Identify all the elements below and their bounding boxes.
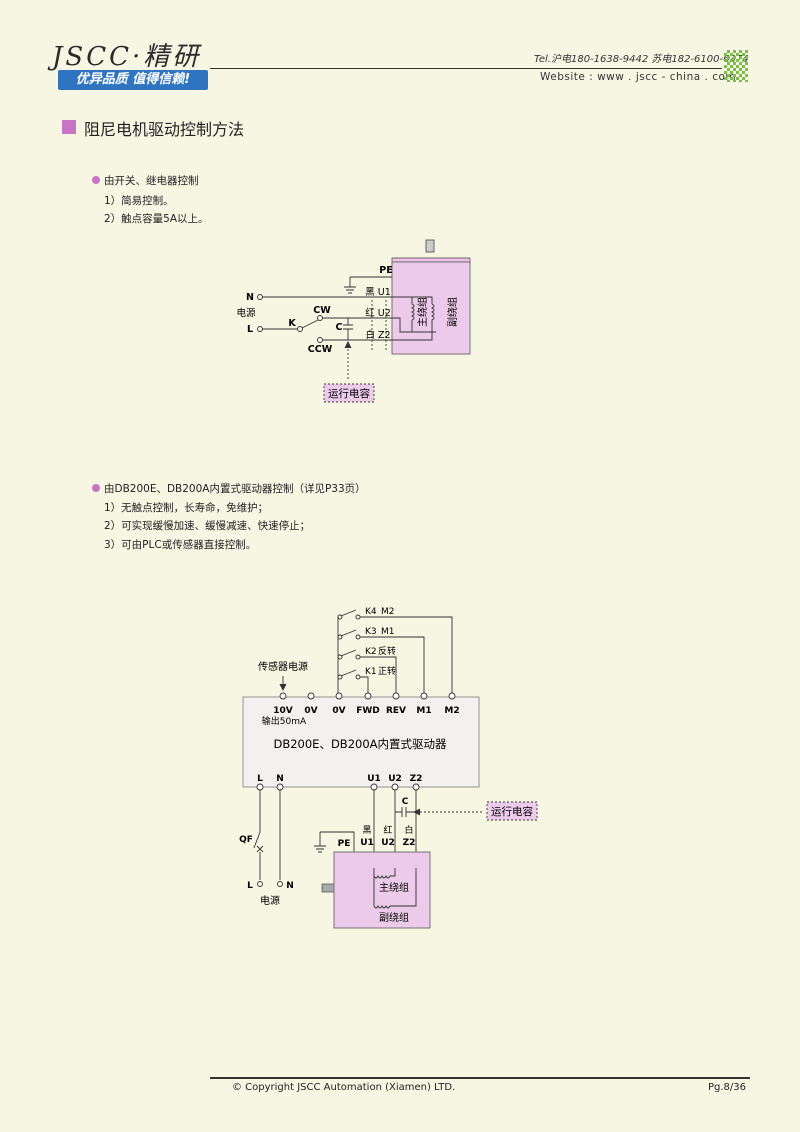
k2-label: K2 (365, 647, 377, 657)
u2-label: 红 U2 (365, 307, 391, 319)
copyright: © Copyright JSCC Automation (Xiamen) LTD… (232, 1082, 456, 1093)
bullet-icon (92, 176, 100, 184)
main-winding-label: 主绕组 (416, 297, 429, 327)
company-logo: JSCC·精研 (52, 42, 202, 72)
pe-label: PE (338, 839, 351, 849)
power-label: 电源 (236, 307, 256, 319)
white-wire-label: 白 (404, 824, 413, 836)
sensor-power-label: 传感器电源 (258, 660, 308, 673)
z2-label: Z2 (403, 838, 416, 848)
terminal-l: L (257, 774, 263, 784)
run-capacitor-label: 运行电容 (491, 805, 533, 818)
n-label: N (286, 881, 294, 891)
terminal-0v: 0V (304, 706, 317, 716)
terminal-fwd: FWD (356, 706, 380, 716)
terminal-10v: 10V (273, 706, 293, 716)
c-label: C (336, 322, 343, 333)
contact-phone: Tel.沪电180-1638-9442 苏电182-6100-6374 (534, 54, 749, 65)
run-capacitor-label: 运行电容 (328, 387, 370, 400)
l-label: L (247, 324, 253, 335)
n-label: N (246, 292, 254, 303)
run-capacitor-box (486, 801, 538, 821)
c-label: C (402, 797, 409, 807)
k-label: K (288, 318, 296, 329)
terminal-m2: M2 (444, 706, 459, 716)
pe-label: PE (379, 265, 392, 276)
section2-heading: 由DB200E、DB200A内置式驱动器控制（详见P33页） (104, 483, 366, 495)
z2-label: 白 Z2 (365, 329, 390, 341)
k4-label: K4 (365, 607, 377, 617)
terminal-rev: REV (386, 706, 406, 716)
section2-item: 3）可由PLC或传感器直接控制。 (104, 539, 257, 551)
title-square-icon (62, 120, 76, 134)
slogan-banner: 优异品质 值得信赖! (58, 70, 208, 90)
checker-pattern-decoration (724, 50, 748, 82)
motor-shaft (321, 883, 335, 893)
page-title: 阻尼电机驱动控制方法 (84, 120, 245, 139)
cw-label: CW (313, 305, 331, 316)
website-link[interactable]: Website : www . jscc - china . com (540, 71, 737, 83)
terminal-z2: Z2 (410, 774, 423, 784)
section1-item: 1）简易控制。 (104, 195, 174, 207)
m2-label: M2 (381, 607, 395, 617)
section1-heading: 由开关、继电器控制 (104, 175, 199, 187)
u1-label: U1 (360, 838, 374, 848)
u1-label: 黑 U1 (365, 287, 391, 298)
qf-label: QF (239, 835, 253, 845)
aux-winding-label: 副绕组 (379, 911, 409, 924)
red-wire-label: 红 (383, 824, 392, 836)
ccw-label: CCW (308, 344, 333, 355)
bullet-icon (92, 484, 100, 492)
k1-label: K1 (365, 667, 377, 677)
u2-label: U2 (381, 838, 395, 848)
fwd-label: 正转 (378, 665, 396, 677)
driver-box (242, 696, 480, 788)
m1-label: M1 (381, 627, 395, 637)
page-number: Pg.8/36 (708, 1082, 747, 1093)
power-label: 电源 (260, 894, 280, 907)
section2-item: 2）可实现缓慢加速、缓慢减速、快速停止； (104, 520, 311, 532)
footer-divider (210, 1077, 750, 1079)
terminal-m1: M1 (416, 706, 431, 716)
section1-item: 2）触点容量5A以上。 (104, 213, 209, 225)
terminal-u2: U2 (388, 774, 402, 784)
terminal-u1: U1 (367, 774, 381, 784)
run-capacitor-box (323, 383, 375, 403)
rev-label: 反转 (378, 645, 396, 657)
header-divider (210, 68, 722, 69)
black-wire-label: 黑 (362, 825, 371, 836)
driver-name: DB200E、DB200A内置式驱动器 (273, 737, 447, 751)
k3-label: K3 (365, 627, 377, 637)
l-label: L (247, 881, 253, 891)
output-current-label: 输出50mA (262, 715, 307, 727)
terminal-0v: 0V (332, 706, 345, 716)
terminal-n: N (276, 774, 284, 784)
section2-item: 1）无触点控制，长寿命，免维护； (104, 502, 269, 514)
aux-winding-label: 副绕组 (446, 297, 459, 327)
motor-body (333, 851, 431, 929)
main-winding-label: 主绕组 (379, 881, 409, 894)
